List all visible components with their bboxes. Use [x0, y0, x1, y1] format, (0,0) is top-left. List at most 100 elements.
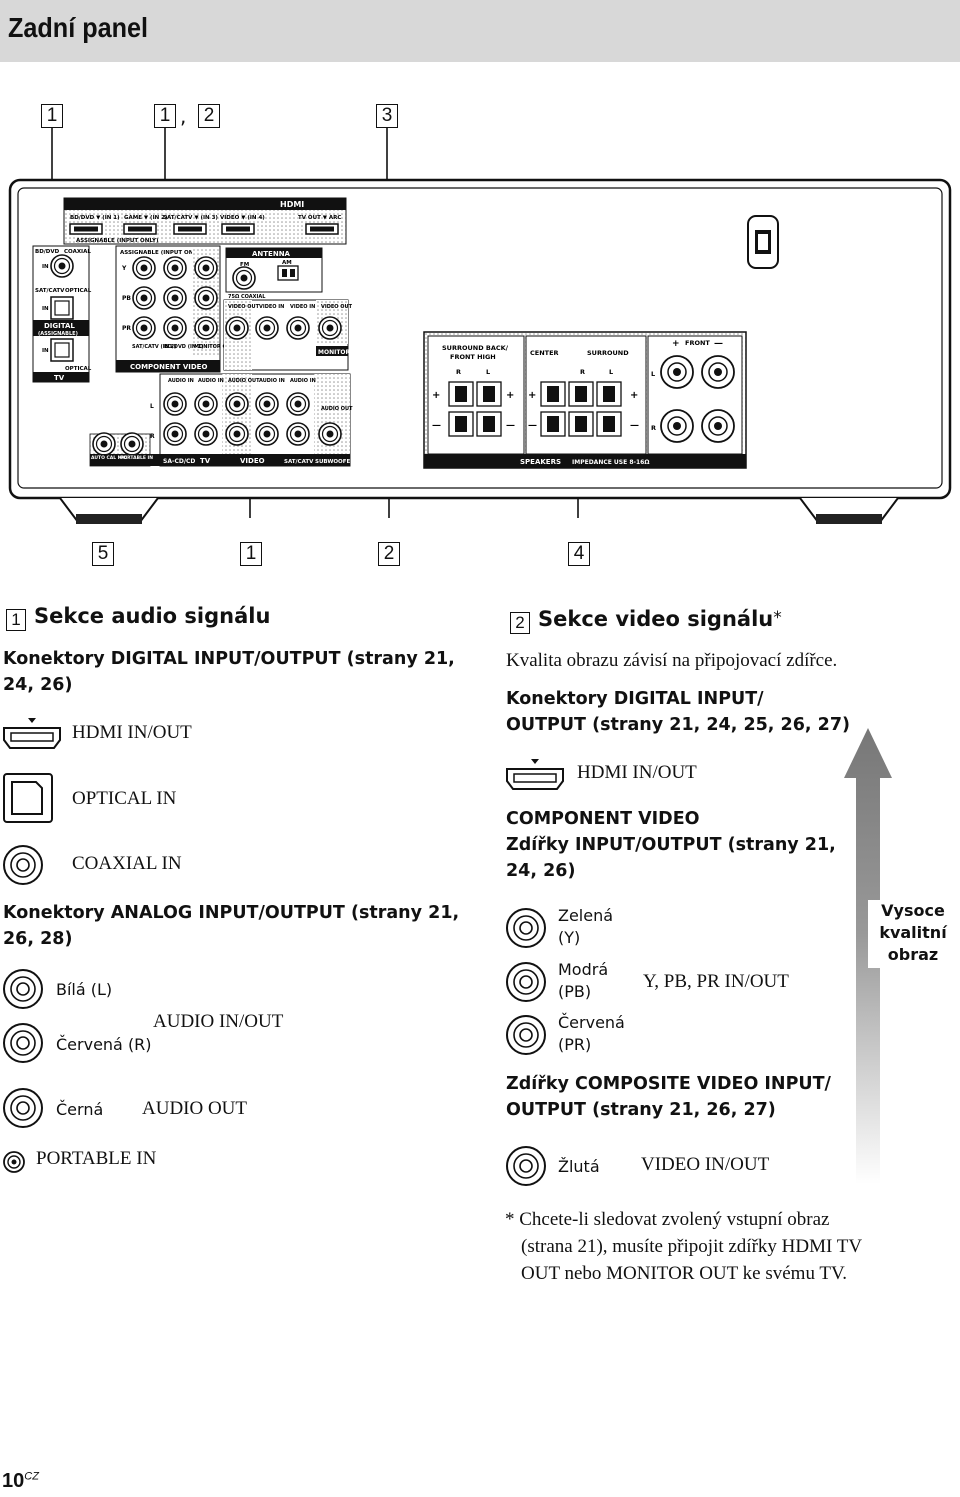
component-heading-l2: Zdířky INPUT/OUTPUT (strany 21, [506, 835, 836, 855]
label-in-opt1: IN [42, 306, 49, 312]
right-digital-heading-l1: Konektory DIGITAL INPUT/ [506, 689, 764, 709]
label-game-in2: GAME ▼ (IN 2) [124, 215, 168, 221]
footnote: * Chcete-li sledovat zvolený vstupní obr… [505, 1206, 862, 1287]
label-surround-back: SURROUND BACK/ [442, 344, 509, 352]
white-jack-icon [3, 969, 43, 1009]
label-sat-catv-audio: SAT/CATV [284, 459, 314, 465]
label-front-l: L [651, 370, 655, 378]
callout-top-2: 2 [198, 104, 220, 128]
right-hdmi-label: HDMI IN/OUT [577, 762, 697, 783]
label-tv-digital: TV [54, 374, 65, 382]
left-coaxial-label: COAXIAL IN [72, 853, 182, 874]
section-video-asterisk: * [773, 608, 782, 628]
optical-connector-icon [3, 773, 53, 823]
page-header: Zadní panel [0, 0, 960, 62]
green-y-jack-icon [506, 908, 546, 948]
quality-arrow-label-box [868, 900, 958, 968]
section-video-label: Sekce video signálu [538, 607, 774, 631]
audio-out-label: AUDIO OUT [142, 1098, 248, 1119]
label-front-high: FRONT HIGH [450, 353, 496, 361]
quality-arrow-line-1: Vysoce [881, 901, 945, 920]
left-optical-label: OPTICAL IN [72, 788, 177, 809]
label-impedance: IMPEDANCE USE 8-16Ω [572, 459, 649, 466]
yellow-jack-icon [506, 1146, 546, 1186]
white-l-label: Bílá (L) [56, 980, 113, 999]
red-jack-icon [3, 1023, 43, 1063]
footnote-line-1: * Chcete-li sledovat zvolený vstupní obr… [505, 1209, 830, 1230]
label-sat-catv-in3: SAT/CATV ▼ (IN 3) [163, 215, 218, 221]
label-subwoofer: SUBWOOFER [315, 459, 355, 465]
component-heading-l1: COMPONENT VIDEO [506, 809, 700, 829]
label-plus-4: + [630, 390, 638, 401]
red-pr-label-l1: Červená [558, 1013, 625, 1032]
quality-arrow-line-3: obraz [887, 945, 939, 964]
page-number-suffix: CZ [24, 1470, 39, 1483]
label-minus-front: — [714, 339, 723, 349]
label-y: Y [121, 265, 127, 272]
label-audio-in-1: AUDIO IN [168, 378, 194, 384]
black-label: Černá [56, 1100, 104, 1119]
label-l: L [150, 403, 154, 410]
yellow-label: Žlutá [558, 1157, 600, 1176]
label-surround: SURROUND [587, 349, 629, 357]
hdmi-connector-icon [3, 718, 61, 749]
label-in-opt2: IN [42, 348, 49, 354]
label-video-out-1: VIDEO OUT [228, 304, 260, 310]
label-pb: PB [122, 295, 131, 302]
label-monitor: MONITOR [318, 349, 351, 356]
quality-arrow-label: Vysoce kvalitní obraz [868, 900, 958, 966]
component-heading-l3: 24, 26) [506, 861, 576, 881]
label-bd-dvd-in1: BD/DVD ▼ (IN 1) [70, 215, 120, 221]
label-in-coax: IN [42, 264, 49, 270]
label-front-r: R [651, 424, 656, 432]
label-video-in-2: VIDEO IN [290, 304, 315, 310]
label-minus-3: — [528, 421, 537, 431]
label-minus-1: — [432, 421, 441, 431]
label-tv-audio: TV [200, 457, 211, 465]
label-assignable-component: ASSIGNABLE (INPUT ONLY) [120, 250, 203, 256]
label-antenna: ANTENNA [252, 250, 291, 258]
audio-inout-label: AUDIO IN/OUT [153, 1011, 284, 1032]
label-video-in-1: VIDEO IN [259, 304, 284, 310]
label-s-l: L [609, 368, 613, 376]
label-minus-4: — [630, 421, 639, 431]
label-am: AM [282, 260, 292, 266]
callout-top-separator: , [180, 104, 187, 128]
callout-bottom-1: 1 [240, 542, 262, 566]
portable-in-label: PORTABLE IN [36, 1148, 157, 1169]
page-title: Zadní panel [8, 12, 149, 43]
label-plus-front: + [672, 339, 680, 349]
blue-pb-jack-icon [506, 962, 546, 1002]
label-monitor-out-comp: MONITOR OUT [194, 344, 235, 350]
label-bd-dvd: BD/DVD [35, 249, 60, 255]
video-inout-label: VIDEO IN/OUT [641, 1154, 770, 1175]
analog-io-heading: Konektory ANALOG INPUT/OUTPUT (strany 21… [3, 903, 460, 949]
label-optical: OPTICAL [65, 288, 92, 294]
label-front: FRONT [685, 339, 710, 347]
green-label-l2: (Y) [558, 928, 581, 947]
label-fm: FM [240, 262, 249, 268]
label-coaxial: COAXIAL [64, 249, 91, 255]
label-plus-2: + [506, 390, 514, 401]
label-center: CENTER [530, 349, 559, 357]
label-tv-out-arc: TV OUT ▼ ARC [298, 215, 341, 221]
section-audio-label: Sekce audio signálu [34, 604, 271, 628]
red-pr-label-l2: (PR) [558, 1035, 592, 1054]
black-jack-icon [3, 1088, 43, 1128]
label-video-out-2: VIDEO OUT [321, 304, 353, 310]
label-audio-out-1: AUDIO OUT [228, 378, 260, 384]
label-sa-cd-cd: SA-CD/CD [163, 458, 195, 465]
rear-panel-diagram: HDMI BD/DVD ▼ (IN 1) GAME ▼ (IN 2) SAT/C… [8, 128, 952, 524]
label-audio-in-4: AUDIO IN [290, 378, 316, 384]
label-assignable-input-only: ASSIGNABLE (INPUT ONLY) [76, 238, 159, 244]
label-speakers: SPEAKERS [520, 458, 561, 466]
right-hdmi-connector-icon [506, 759, 564, 790]
coaxial-jack-icon [3, 845, 43, 885]
right-digital-heading-l2: OUTPUT (strany 21, 24, 25, 26, 27) [506, 715, 850, 735]
callout-bottom-2: 2 [378, 542, 400, 566]
label-sb-l: L [486, 368, 490, 376]
red-pr-jack-icon [506, 1015, 546, 1055]
page-number: 10CZ [2, 1470, 39, 1493]
label-sb-r: R [456, 368, 461, 376]
